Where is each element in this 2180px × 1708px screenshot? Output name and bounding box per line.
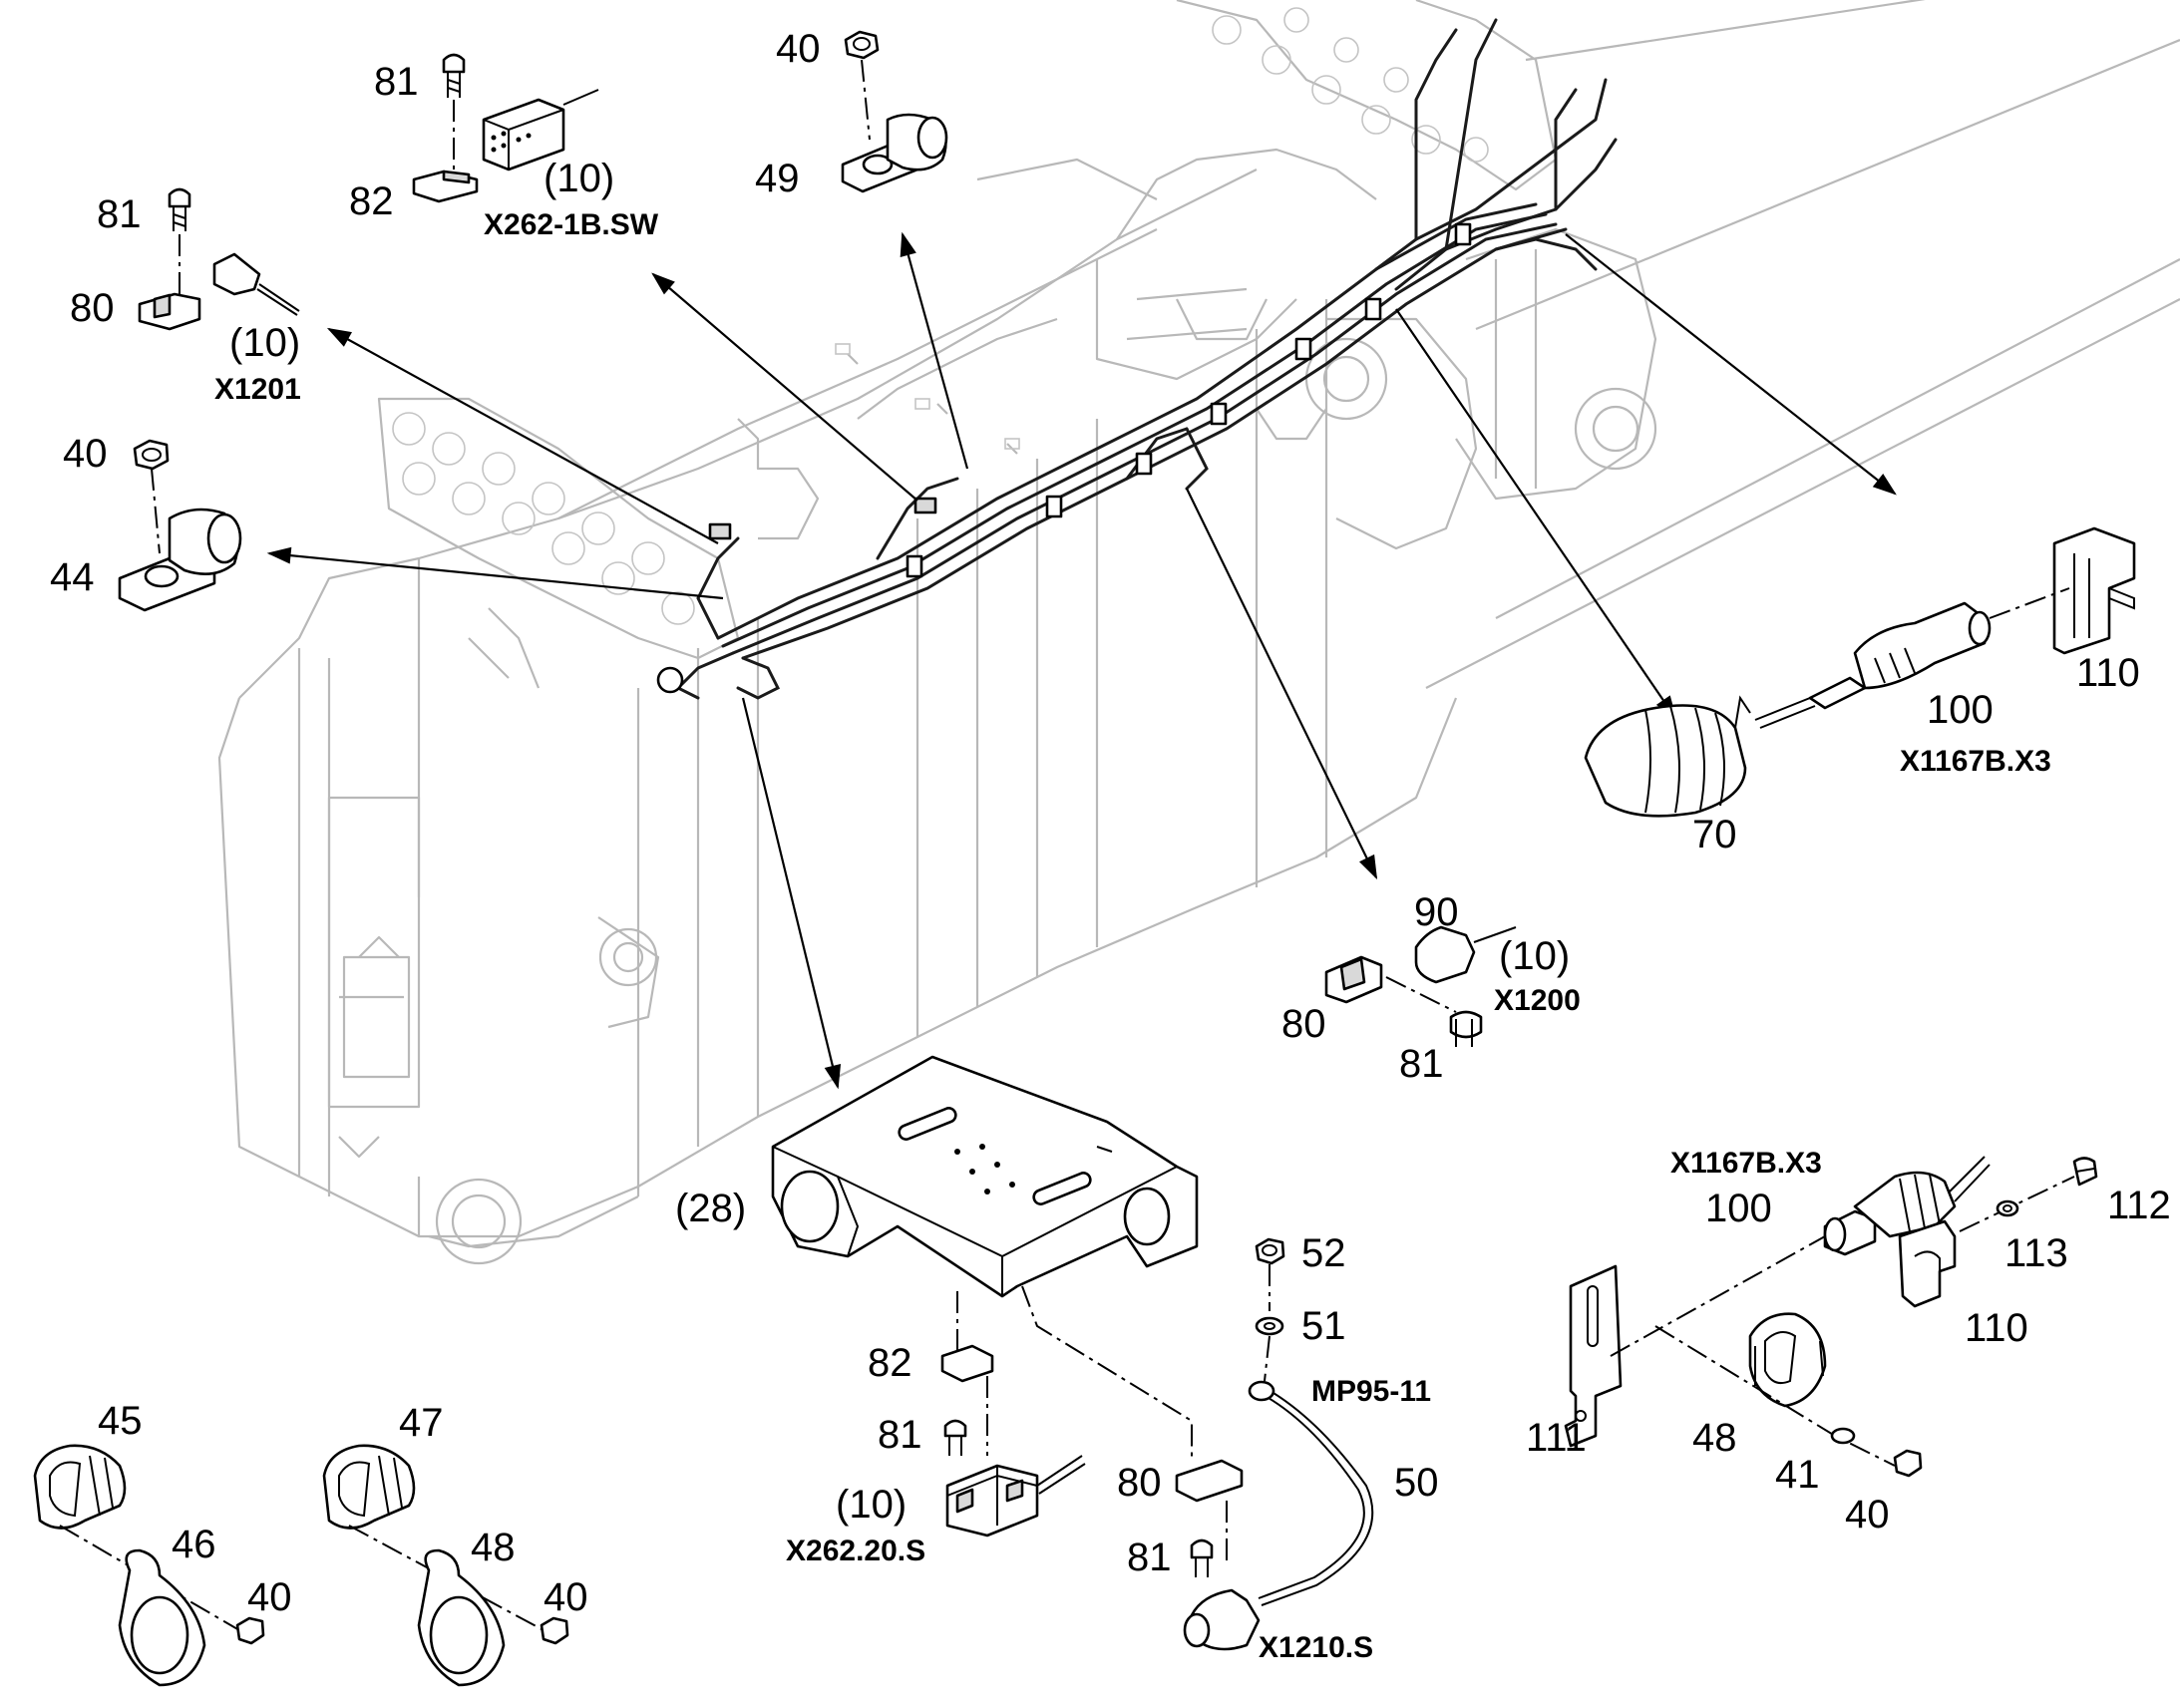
callout-mp95-11: MP95-11 [1311,1375,1431,1408]
callout-x1167b-x3: X1167B.X3 [1900,745,2051,778]
callout-80: 80 [1117,1461,1162,1505]
callout-113: 113 [2004,1231,2068,1275]
part-group-45-46 [33,1444,265,1687]
callout-110: 110 [1965,1306,2028,1350]
callout-x1201: X1201 [214,373,301,406]
callout-51: 51 [1301,1304,1346,1348]
callout-70: 70 [1692,813,1737,856]
spiral-sleeve-70 [1584,695,1751,818]
callout-81: 81 [1127,1536,1172,1579]
callout-x262-1b-sw: X262-1B.SW [484,208,659,241]
wire-harness [656,18,1618,700]
callout-41: 41 [1775,1453,1820,1497]
part-group-49 [841,30,948,193]
callout-40: 40 [247,1575,292,1619]
callout-x1210-s: X1210.S [1259,1631,1373,1664]
part-group-x1210 [1021,1285,1374,1651]
callout-90: 90 [1414,890,1459,934]
part-group-x262-20 [940,1291,1086,1537]
part-group-47-48 [322,1444,569,1687]
callout-28: (28) [675,1187,746,1230]
callout-47: 47 [399,1401,444,1445]
callout-100: 100 [1705,1187,1772,1230]
part-group-x262-1b [412,53,599,203]
callout-52: 52 [1301,1231,1346,1275]
mounting-plate-28 [771,1055,1199,1298]
callout-82: 82 [349,179,394,223]
callout-10: (10) [544,157,614,200]
part-group-x1167b-lower [1564,1156,2098,1478]
callout-45: 45 [98,1399,143,1443]
callout-40: 40 [776,27,821,71]
callout-48: 48 [1692,1416,1737,1460]
leader-lines [266,231,1897,1090]
part-group-x1167b-right [1754,526,2136,729]
callout-x1200: X1200 [1494,984,1581,1017]
callout-10: (10) [1499,934,1570,978]
callout-x1167b-x3: X1167B.X3 [1670,1147,1822,1180]
callout-81: 81 [1399,1042,1444,1086]
callout-labels: 81 82 (10) X262-1B.SW 40 49 81 80 (10) X… [50,27,2171,1664]
part-group-52-51 [1255,1237,1285,1382]
callout-112: 112 [2107,1184,2171,1227]
boom-frame [217,0,2180,1265]
callout-111: 111 [1526,1416,1587,1460]
callout-40: 40 [544,1575,588,1619]
callout-82: 82 [868,1341,912,1385]
callout-46: 46 [172,1523,216,1566]
callout-40: 40 [63,432,108,476]
callout-10: (10) [836,1483,907,1527]
part-group-x1200 [1324,925,1517,1047]
callout-49: 49 [755,157,800,200]
callout-50: 50 [1394,1461,1439,1505]
callout-81: 81 [97,192,142,236]
callout-100: 100 [1927,688,1994,732]
part-group-44 [118,439,242,612]
callout-81: 81 [878,1413,922,1457]
part-group-x1201 [138,187,300,331]
callout-48: 48 [471,1526,516,1569]
callout-80: 80 [1281,1002,1326,1046]
callout-40: 40 [1845,1493,1890,1537]
callout-44: 44 [50,555,95,599]
callout-110: 110 [2076,651,2140,695]
callout-81: 81 [374,60,419,104]
callout-x262-20-s: X262.20.S [786,1535,925,1567]
callout-80: 80 [70,286,115,330]
callout-10: (10) [229,321,300,365]
